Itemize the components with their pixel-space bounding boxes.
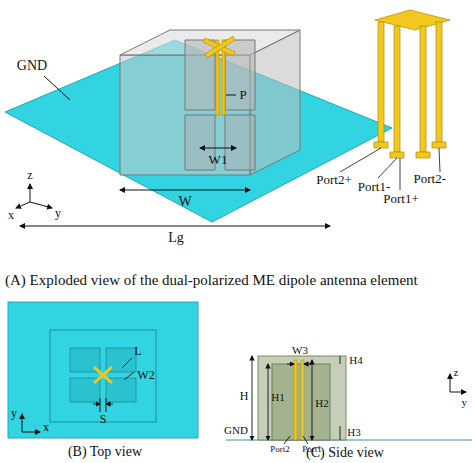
axis-label: z [27,169,32,182]
dimension-line [120,190,250,191]
dimension-label: L [134,345,141,358]
port-label: Port1+ [383,192,419,206]
dimension-line [226,95,236,96]
dimension-label: W [178,194,191,209]
ground-plane [8,302,198,438]
axis-label: y [11,407,17,420]
ground-plane [5,40,392,222]
dimension-label: Lg [168,230,184,245]
subfigure-caption: (A) Exploded view of the dual-polarized … [5,272,425,289]
port-label: Port2+ [316,173,352,187]
port-label: Port2 [270,445,290,455]
axis-triad [16,184,52,208]
dimension-label: W2 [137,369,154,382]
cavity-outline [50,330,156,422]
port-label: Port2- [414,172,447,186]
cavity-side [258,356,346,440]
feed-structure [374,10,450,158]
dimension-label: P [239,88,246,102]
patch [70,348,136,402]
axis-label: y [55,207,61,220]
dimension-label: H4 [349,354,362,366]
dimension-label: S [100,413,107,426]
feed-probe [294,360,304,440]
dimension-label: H3 [347,426,360,438]
dimension-line [20,226,330,227]
axis-label: z [454,366,459,378]
dimension-label: W3 [292,344,308,356]
subfigure-caption: (B) Top view [68,444,142,459]
dimension-line [93,358,134,412]
dimension-line [200,148,236,149]
part-label: GND [17,58,47,73]
dimension-line [252,356,340,444]
axis-label: x [8,209,14,222]
dimension-label: W1 [209,153,228,167]
axis-triad [22,414,40,432]
dimension-label: H [240,390,249,403]
leader-line [44,76,70,100]
dimension-label: H1 [271,391,284,403]
axis-label: y [462,396,468,408]
feed-cross [94,367,112,383]
subfigure-caption: (C) Side view [306,445,384,460]
cavity-box [120,30,300,175]
feed-probe [203,36,235,115]
axis-label: x [43,421,49,434]
dimension-label: H2 [315,397,328,409]
part-label: GND [224,424,248,436]
